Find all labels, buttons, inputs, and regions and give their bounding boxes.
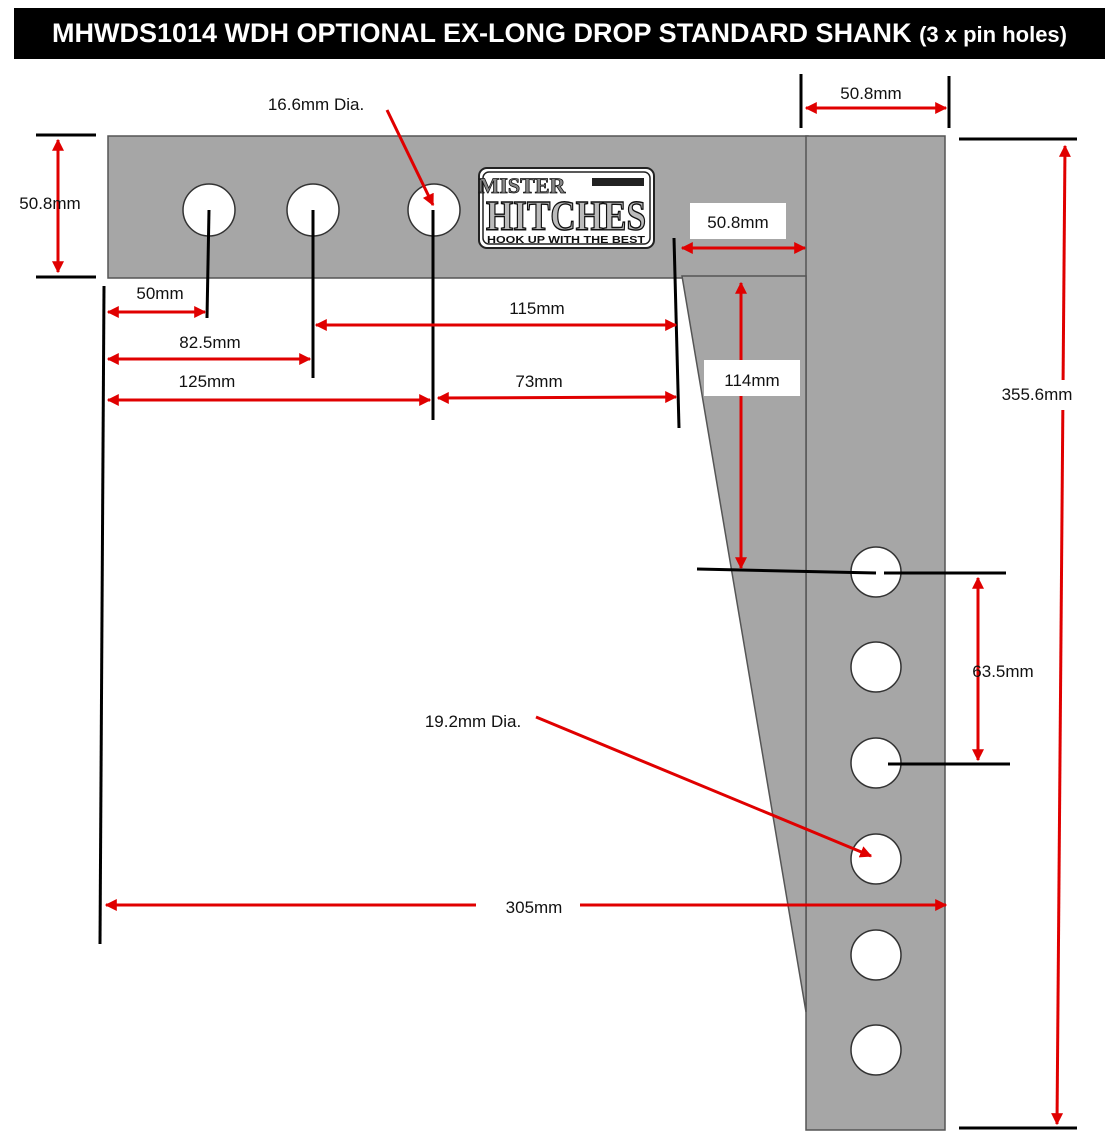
label-large-dia: 19.2mm Dia.: [425, 712, 521, 731]
title-main: MHWDS1014 WDH OPTIONAL EX-LONG DROP STAN…: [52, 18, 912, 48]
logo-hitch-icon: [592, 178, 644, 186]
label-hole-spacing: 63.5mm: [972, 662, 1033, 681]
label-web-width: 50.8mm: [707, 213, 768, 232]
label-shank-height: 50.8mm: [19, 194, 80, 213]
large-hole-5: [850, 929, 902, 981]
label-total-length: 305mm: [506, 898, 563, 917]
label-drop: 114mm: [724, 371, 779, 390]
mister-hitches-logo: MISTER HITCHES HOOK UP WITH THE BEST: [478, 167, 655, 249]
arrow-small-dia: [385, 109, 435, 207]
logo-line1: MISTER: [479, 173, 567, 198]
logo-tagline: HOOK UP WITH THE BEST: [487, 235, 645, 246]
dimension-arrows: [52, 102, 1071, 1126]
title-bar: MHWDS1014 WDH OPTIONAL EX-LONG DROP STAN…: [14, 8, 1105, 59]
label-hole3-to-drop: 73mm: [515, 372, 562, 391]
title-suffix: (3 x pin holes): [919, 22, 1067, 47]
extension-lines: [36, 74, 1077, 1130]
label-hole1: 50mm: [136, 284, 183, 303]
dimension-labels: 50.8mm 50.8mm 16.6mm Dia. 50.8mm 50mm 82…: [19, 84, 1072, 917]
arrow-total-height: [1051, 144, 1071, 1126]
arrow-large-dia: [535, 715, 873, 858]
large-hole-6: [850, 1024, 902, 1076]
label-hole3: 125mm: [179, 372, 236, 391]
vertical-bar: [805, 135, 946, 1131]
label-hole2: 82.5mm: [179, 333, 240, 352]
label-hole2-to-drop: 115mm: [509, 299, 564, 318]
gusset: [681, 275, 807, 1013]
label-top-width: 50.8mm: [840, 84, 901, 103]
small-pin-holes: [182, 183, 461, 237]
large-hole-2: [850, 641, 902, 693]
label-total-height: 355.6mm: [1002, 385, 1073, 404]
shank-body: [107, 135, 946, 1131]
large-hole-4: [850, 833, 902, 885]
arrow-hole3-to-drop: [436, 391, 678, 404]
label-small-dia: 16.6mm Dia.: [268, 95, 364, 114]
logo-line2: HITCHES: [486, 194, 646, 240]
label-backgrounds: [476, 203, 1086, 922]
